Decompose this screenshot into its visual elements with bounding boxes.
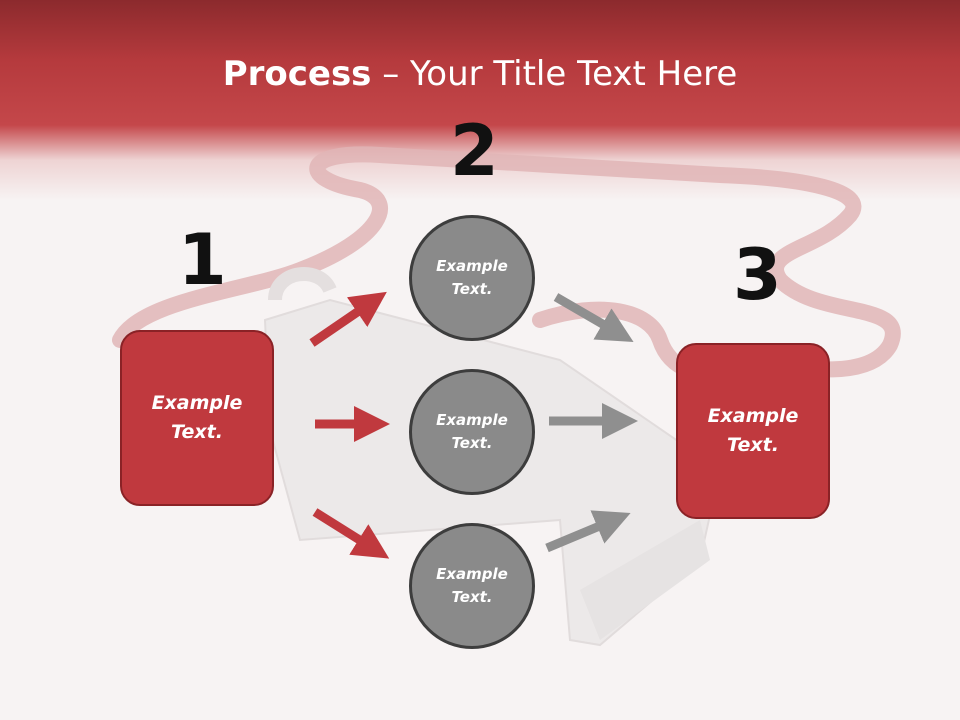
left-box-line2: Text. [171, 421, 223, 443]
circle-bottom-line1: Example [436, 565, 508, 583]
circle-top-line1: Example [436, 257, 508, 275]
circle-bottom-line2: Text. [451, 588, 493, 606]
red-arrow-down [312, 508, 390, 559]
right-box-line1: Example [707, 405, 799, 427]
circle-middle-line2: Text. [451, 434, 493, 452]
gray-arrow-up [545, 510, 631, 553]
step-number-1: 1 [178, 219, 227, 301]
title-rest: – Your Title Text Here [371, 54, 738, 94]
slide-title: Process – Your Title Text Here [0, 54, 960, 94]
gray-arrow-down [553, 293, 634, 343]
step-number-2: 2 [450, 110, 499, 192]
left-box-line1: Example [151, 392, 243, 414]
red-arrow-up [309, 291, 387, 347]
title-bold: Process [222, 54, 372, 94]
step-number-3: 3 [733, 234, 782, 316]
circle-middle-line1: Example [436, 411, 508, 429]
right-box-line2: Text. [727, 434, 779, 456]
circle-top-line2: Text. [451, 280, 493, 298]
